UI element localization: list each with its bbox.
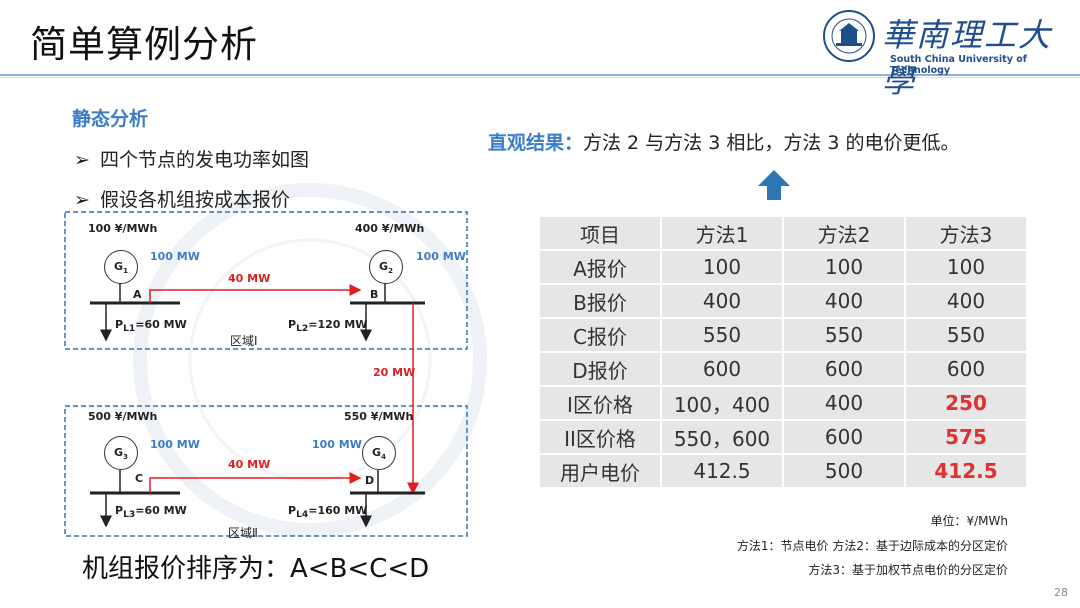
generator-g2: G2	[369, 250, 403, 284]
g4-price: 550 ¥/MWh	[344, 410, 414, 423]
g2-output: 100 MW	[416, 250, 466, 263]
table-cell: 550	[906, 319, 1026, 351]
table-cell: 400	[906, 285, 1026, 317]
table-cell: 500	[784, 455, 904, 487]
result-statement: 直观结果：方法 2 与方法 3 相比，方法 3 的电价更低。	[488, 128, 960, 155]
table-cell: 600	[906, 353, 1026, 385]
page-number: 28	[1054, 586, 1068, 599]
university-seal-logo	[823, 10, 875, 62]
diagram-lines	[64, 211, 468, 537]
zone-1-label: 区域Ⅰ	[230, 334, 258, 348]
region-1-border	[64, 211, 468, 350]
table-cell: 100	[784, 251, 904, 283]
page-title: 简单算例分析	[30, 23, 258, 66]
table-cell: 550	[662, 319, 782, 351]
node-d-label: D	[365, 474, 375, 487]
table-cell: 400	[662, 285, 782, 317]
table-cell: 412.5	[906, 455, 1026, 487]
tie-flow-label: 20 MW	[373, 366, 416, 379]
methods-note-1: 方法1：节点电价 方法2：基于边际成本的分区定价	[736, 539, 1008, 553]
load-b-label: PL2=120 MW	[288, 318, 368, 335]
unit-note: 单位：¥/MWh	[930, 514, 1008, 528]
node-c-label: C	[135, 472, 144, 485]
table-cell: 400	[784, 387, 904, 419]
g2-price: 400 ¥/MWh	[355, 222, 425, 235]
node-a-label: A	[133, 288, 142, 301]
table-cell: 600	[662, 353, 782, 385]
up-arrow-icon	[758, 170, 790, 200]
university-name-en: South China University of Technology	[890, 54, 1027, 76]
header-divider-light	[0, 77, 1080, 78]
header-divider	[0, 74, 1080, 76]
power-system-diagram: 100 ¥/MWh G1 100 MW A 40 MW 400 ¥/MWh G2…	[60, 208, 480, 540]
zone-2-label: 区域Ⅱ	[228, 526, 258, 540]
g4-output: 100 MW	[312, 438, 362, 451]
table-cell: A报价	[540, 251, 660, 283]
result-label: 直观结果：	[488, 132, 584, 154]
bullet-item: ➢假设各机组按成本报价	[74, 189, 291, 211]
table-cell: B报价	[540, 285, 660, 317]
table-cell: II区价格	[540, 421, 660, 453]
generator-g1: G1	[104, 250, 138, 284]
generator-g3: G3	[104, 436, 138, 470]
flow-cd-line	[149, 472, 362, 493]
g3-price: 500 ¥/MWh	[88, 410, 158, 423]
bid-order-summary: 机组报价排序为：A<B<C<D	[82, 554, 430, 584]
table-cell: 550	[784, 319, 904, 351]
table-cell: 100	[906, 251, 1026, 283]
flow-cd-label: 40 MW	[228, 458, 271, 471]
table-cell: 575	[906, 421, 1026, 453]
table-cell: 用户电价	[540, 455, 660, 487]
table-cell: 600	[784, 353, 904, 385]
methods-note-2: 方法3：基于加权节点电价的分区定价	[808, 563, 1008, 577]
bullet-item: ➢四个节点的发电功率如图	[74, 149, 310, 171]
table-header-cell: 项目	[540, 217, 660, 249]
flow-ab-line	[149, 284, 362, 303]
load-a-label: PL1=60 MW	[115, 318, 187, 335]
load-c-label: PL3=60 MW	[115, 504, 187, 521]
g1-output: 100 MW	[150, 250, 200, 263]
table-cell: 412.5	[662, 455, 782, 487]
bullet-arrow-icon: ➢	[74, 189, 90, 211]
g3-output: 100 MW	[150, 438, 200, 451]
section-heading: 静态分析	[72, 108, 149, 130]
flow-ab-label: 40 MW	[228, 272, 271, 285]
load-d-label: PL4=160 MW	[288, 504, 368, 521]
table-header-cell: 方法2	[784, 217, 904, 249]
table-header-cell: 方法3	[906, 217, 1026, 249]
table-cell: 600	[784, 421, 904, 453]
table-cell: I区价格	[540, 387, 660, 419]
table-header-cell: 方法1	[662, 217, 782, 249]
table-cell: 100	[662, 251, 782, 283]
g1-price: 100 ¥/MWh	[88, 222, 158, 235]
result-text: 方法 2 与方法 3 相比，方法 3 的电价更低。	[583, 132, 960, 154]
table-cell: C报价	[540, 319, 660, 351]
table-cell: 550，600	[662, 421, 782, 453]
table-cell: 100，400	[662, 387, 782, 419]
generator-g4: G4	[362, 436, 396, 470]
university-name-cn: 華南理工大學	[882, 16, 1053, 100]
region-2-border	[64, 405, 468, 537]
watermark-seal	[133, 183, 487, 537]
table-cell: D报价	[540, 353, 660, 385]
node-b-label: B	[370, 288, 379, 301]
bullet-arrow-icon: ➢	[74, 149, 90, 171]
table-cell: 250	[906, 387, 1026, 419]
table-cell: 400	[784, 285, 904, 317]
